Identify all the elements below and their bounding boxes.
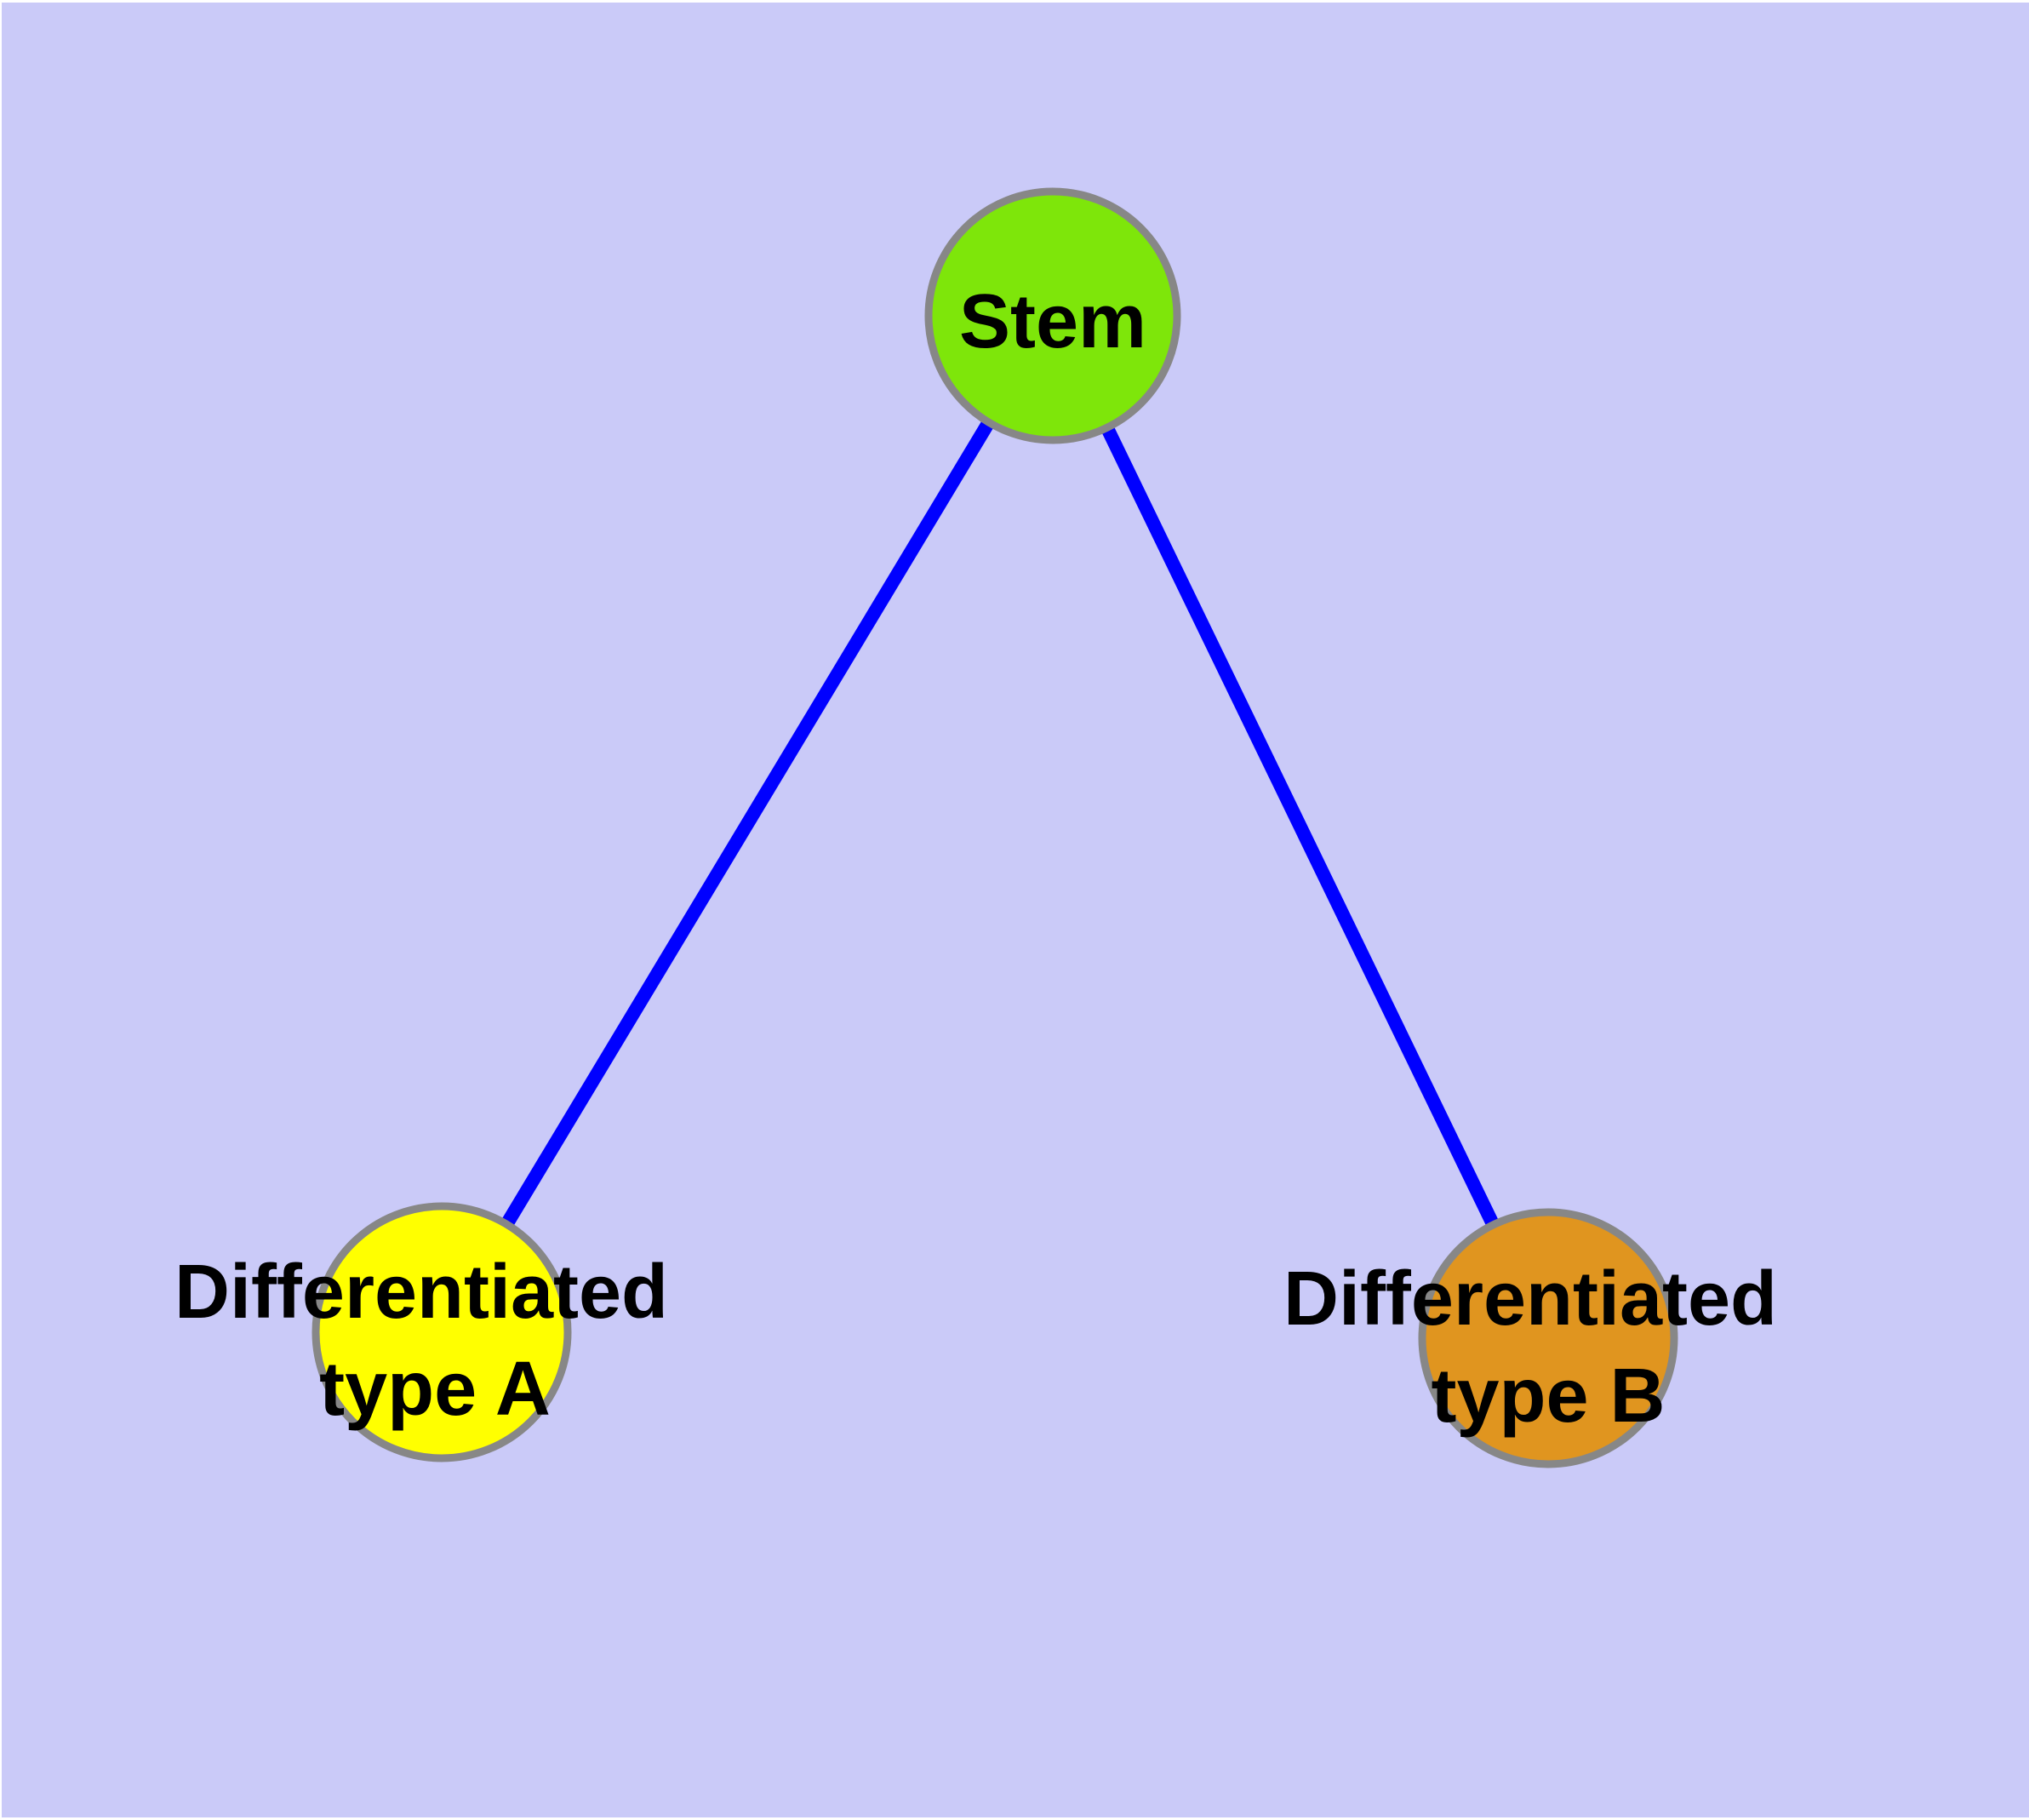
- frame-bottom: [0, 1817, 2029, 1820]
- node-type-a-circle: [311, 1202, 572, 1462]
- node-type-a: Differentiated type A: [174, 1202, 668, 1462]
- node-type-b-label-line-1: type B: [1431, 1354, 1665, 1439]
- frame-left: [0, 0, 2, 1820]
- edge-stem-type-b: [1046, 312, 1555, 1342]
- node-type-b-circle: [1418, 1208, 1678, 1468]
- node-stem-label-line-0: Stem: [959, 279, 1146, 364]
- node-stem: Stem: [924, 187, 1181, 444]
- node-type-b: Differentiated type B: [1283, 1208, 1777, 1468]
- edge-stem-type-a: [436, 312, 1059, 1336]
- node-stem-circle: [924, 187, 1181, 444]
- node-type-a-label-line-0: Differentiated: [174, 1250, 668, 1335]
- frame-top: [0, 0, 2029, 3]
- node-type-a-label-line-1: type A: [319, 1347, 551, 1432]
- node-type-b-label-line-0: Differentiated: [1283, 1256, 1777, 1342]
- edges-layer: [436, 312, 1555, 1342]
